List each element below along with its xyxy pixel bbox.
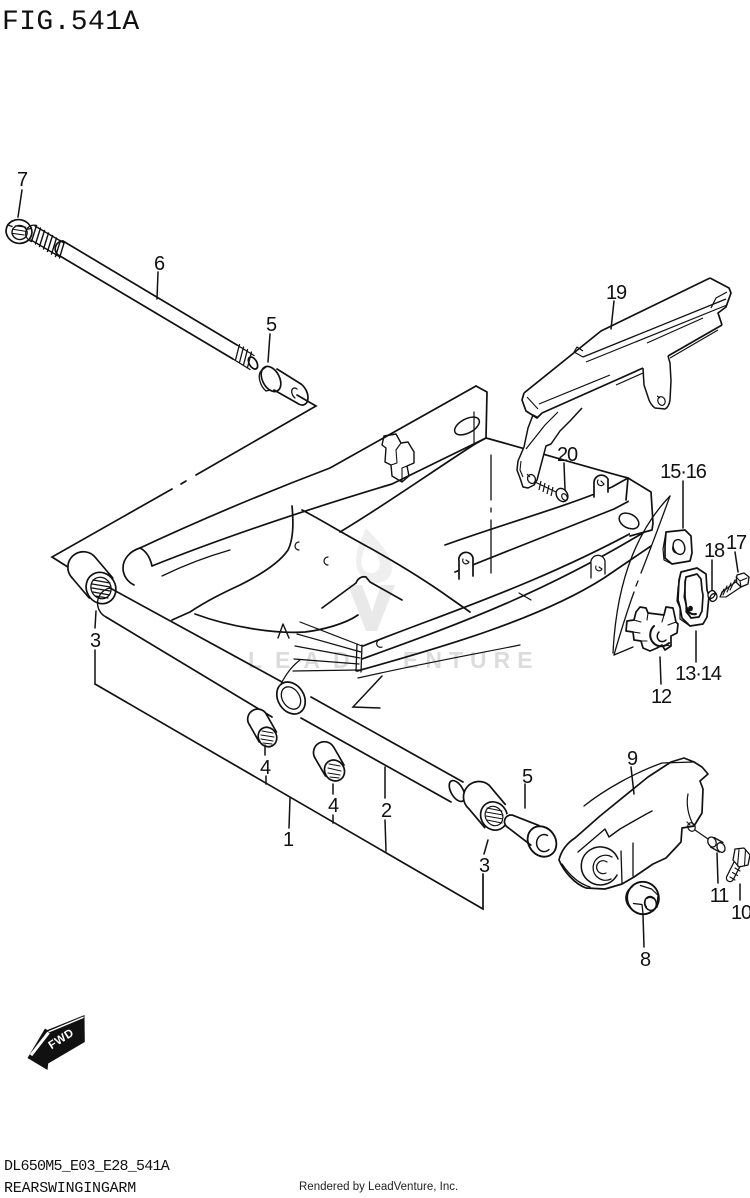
- svg-text:9: 9: [627, 748, 638, 770]
- svg-text:2: 2: [381, 800, 392, 822]
- svg-text:5: 5: [522, 766, 533, 788]
- svg-text:8: 8: [640, 949, 651, 971]
- svg-text:6: 6: [154, 253, 165, 275]
- svg-text:13·14: 13·14: [675, 663, 722, 685]
- svg-text:FIG.541A: FIG.541A: [2, 7, 140, 38]
- svg-text:Rendered by LeadVenture, Inc.: Rendered by LeadVenture, Inc.: [299, 1181, 458, 1193]
- svg-text:LEAD: LEAD: [248, 647, 363, 673]
- svg-text:4: 4: [260, 757, 271, 779]
- svg-text:4: 4: [328, 795, 339, 817]
- svg-text:18: 18: [704, 540, 725, 562]
- svg-text:5: 5: [266, 314, 277, 336]
- svg-text:10: 10: [731, 902, 750, 924]
- svg-text:REARSWINGINGARM: REARSWINGINGARM: [4, 1180, 136, 1197]
- svg-text:19: 19: [606, 282, 627, 304]
- svg-text:7: 7: [17, 169, 28, 191]
- svg-text:12: 12: [651, 686, 672, 708]
- svg-text:ENTURE: ENTURE: [403, 647, 540, 673]
- svg-text:11: 11: [710, 885, 730, 907]
- svg-text:20: 20: [557, 444, 578, 466]
- svg-text:3: 3: [90, 630, 101, 652]
- svg-text:3: 3: [479, 855, 490, 877]
- svg-text:15·16: 15·16: [660, 461, 707, 483]
- svg-text:1: 1: [283, 829, 294, 851]
- svg-text:17: 17: [726, 532, 747, 554]
- svg-text:DL650M5_E03_E28_541A: DL650M5_E03_E28_541A: [4, 1158, 170, 1175]
